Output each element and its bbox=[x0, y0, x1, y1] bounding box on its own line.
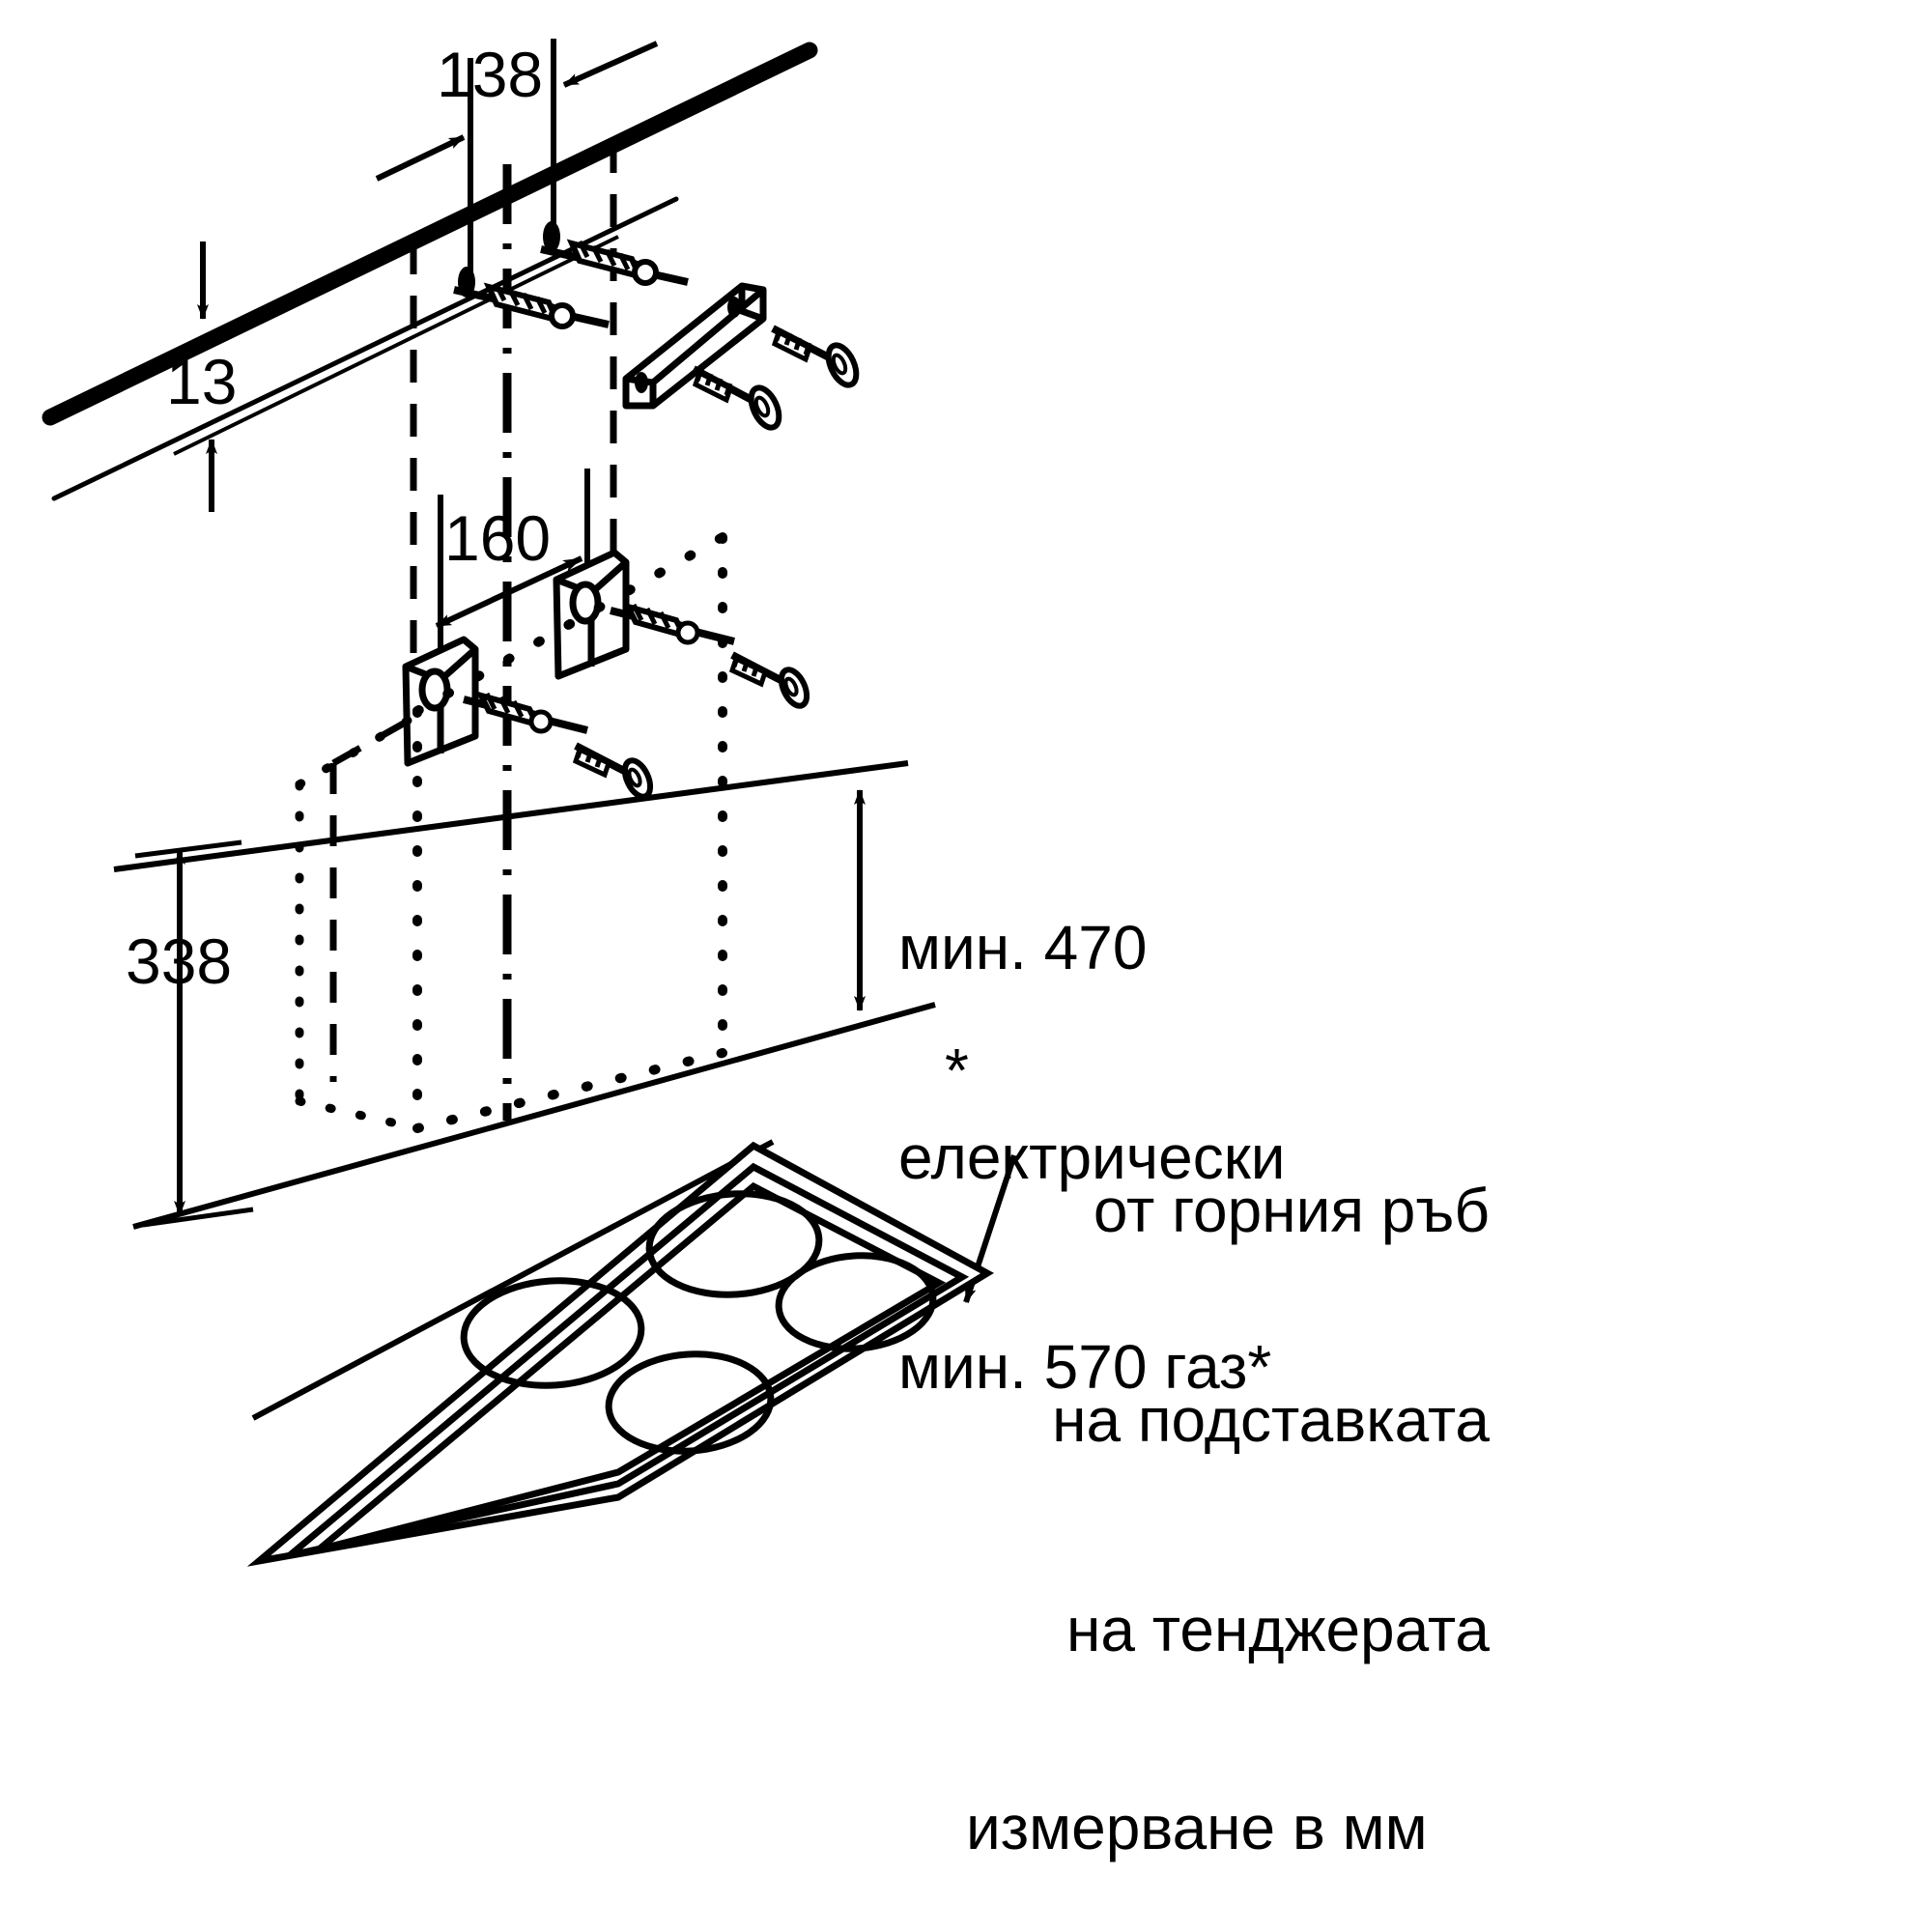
hood-front-face-dotted bbox=[295, 710, 422, 1133]
dimension-label-338: 338 bbox=[126, 925, 233, 997]
footnote-marker: * bbox=[945, 1036, 969, 1105]
wall-anchor-upper-right bbox=[540, 239, 689, 286]
clearance-note: мин. 470 електрически мин. 570 газ* bbox=[898, 773, 1285, 1541]
wall-anchor-lower-left bbox=[463, 691, 588, 734]
mounting-screw-upper-2 bbox=[692, 365, 782, 431]
dimension-138 bbox=[375, 39, 659, 290]
footnote-line-1: от горния ръб bbox=[1093, 1175, 1490, 1245]
dimension-13 bbox=[173, 235, 619, 512]
dimension-label-160: 160 bbox=[444, 502, 552, 574]
worktop-upper-edge bbox=[113, 760, 909, 872]
clearance-note-line-3: мин. 570 газ* bbox=[898, 1331, 1272, 1402]
cooktop-hob bbox=[246, 1141, 995, 1567]
drill-hole-markers-upper bbox=[458, 221, 560, 298]
mounting-rail-bracket bbox=[622, 282, 767, 410]
footnote-note: от горния ръб на подставката на тенджера… bbox=[987, 1036, 1490, 1804]
clearance-note-line-1: мин. 470 bbox=[898, 912, 1148, 982]
dimension-338 bbox=[134, 839, 254, 1228]
footnote-line-2: на подставката bbox=[1052, 1384, 1490, 1455]
mounting-screw-upper-1 bbox=[771, 325, 860, 388]
clearance-note-line-2: електрически bbox=[898, 1122, 1286, 1192]
wall-anchor-upper-left bbox=[453, 282, 610, 329]
dimension-label-13: 13 bbox=[166, 346, 238, 417]
hood-body-dotted-outline bbox=[412, 532, 727, 1133]
units-note: измерване в мм bbox=[966, 1793, 1428, 1862]
dimension-label-138: 138 bbox=[437, 39, 544, 110]
hood-inner-dashed-rect bbox=[329, 713, 417, 1082]
mounting-screw-lower-2 bbox=[572, 742, 654, 800]
wall-anchor-lower-right bbox=[610, 602, 735, 645]
footnote-line-3: на тенджерата bbox=[1066, 1594, 1490, 1664]
worktop-floor-edge bbox=[251, 1139, 775, 1421]
worktop-lower-edge bbox=[132, 1002, 936, 1230]
hood-tab-bracket-left bbox=[402, 636, 479, 767]
hood-construction-lines bbox=[410, 136, 617, 1121]
mounting-screw-lower-1 bbox=[728, 651, 810, 709]
